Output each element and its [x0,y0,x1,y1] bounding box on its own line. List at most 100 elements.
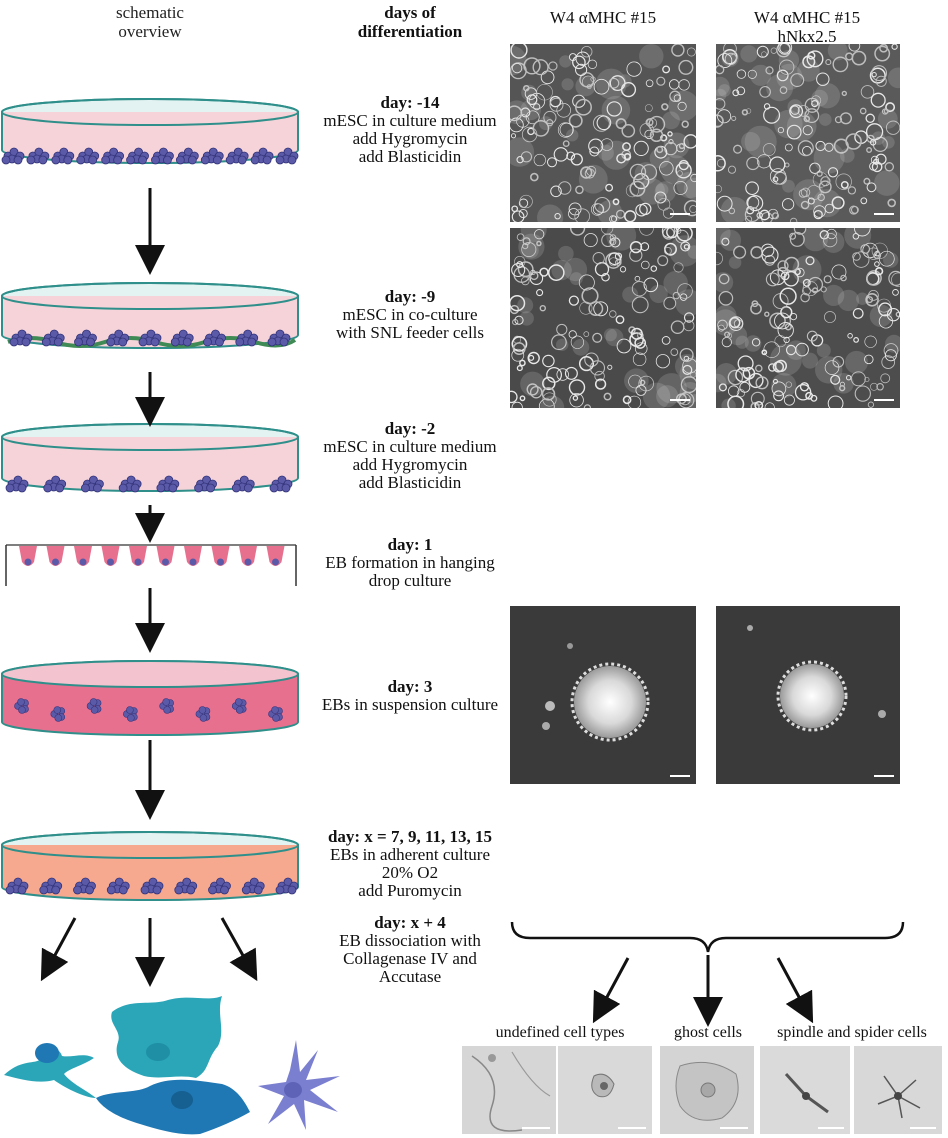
micrograph-col1-day-minus-14 [510,44,696,222]
column-title-col2-line1: W4 αMHC #15 [753,8,861,27]
cell-colony [170,329,194,347]
hanging-drop [211,546,230,566]
hanging-drop [46,546,65,566]
step-day-label: day: 1 [387,535,433,554]
column-title-col2-line2: hNkx2.5 [777,27,837,46]
cell-colony [41,329,65,347]
micrograph-undefined-cells-1 [462,1046,556,1134]
micrograph-col1-day-minus-9 [510,228,696,408]
header-schematic-line2: overview [118,22,182,41]
micrograph-col2-day-minus-14 [716,44,900,222]
cell-colony [43,475,67,493]
column-title-col1: W4 αMHC #15 [508,8,698,27]
cell-colony [275,147,299,165]
culture-dish-day-3 [0,660,299,736]
micrograph-col2-day-minus-9 [716,228,900,408]
hanging-drop [19,546,37,566]
hanging-drop [74,546,92,566]
cell-colony [275,877,299,895]
cell-colony [106,329,130,347]
column-title-col1-line1: W4 αMHC #15 [549,8,657,27]
header-schematic-overview: schematic overview [70,3,230,41]
embryoid-body [195,706,211,722]
step-day-minus-2: day: -2 mESC in culture medium add Hygro… [285,420,535,492]
process-arrows [40,188,905,1027]
cell-colony [203,329,226,347]
cell-colony [175,147,199,165]
step-line: EBs in suspension culture [321,695,499,714]
cell-colony [74,329,97,347]
step-day-label: day: 3 [387,677,433,696]
cell-colony [73,877,96,895]
culture-dish-day-minus-9 [1,282,299,349]
column-title-col2: W4 αMHC #15 hNkx2.5 [712,8,902,46]
step-line: Collagenase IV and [343,949,477,968]
cell-colony [81,475,104,493]
step-line: with SNL feeder cells [335,323,485,342]
cell-colony [225,147,249,165]
step-line: add Puromycin [358,881,462,900]
micrograph-undefined-cells-2 [558,1046,652,1134]
step-day-x: day: x = 7, 9, 11, 13, 15 EBs in adheren… [290,828,530,900]
hanging-drop [239,546,257,566]
cell-colony [101,147,125,165]
step-line: mESC in culture medium [323,437,497,456]
step-day-label: day: -2 [384,419,436,438]
cell-colony [241,877,265,895]
embryoid-body [231,698,247,714]
embryoid-body [86,698,102,714]
cell-colony [200,147,224,165]
cell-colony [26,147,50,165]
step-day-x-plus-4: day: x + 4 EB dissociation with Collagen… [290,914,530,986]
embryoid-body [159,698,174,714]
step-day-minus-9: day: -9 mESC in co-culture with SNL feed… [295,288,525,342]
embryoid-body [50,706,66,722]
micrograph-spider-cells [854,1046,942,1134]
header-days-line1: days of [384,3,436,22]
header-days-of-differentiation: days of differentiation [320,3,500,41]
step-line: EB formation in hanging [325,553,495,572]
cell-colony [267,329,291,347]
step-day-label: day: -14 [380,93,440,112]
step-line: 20% O2 [381,863,439,882]
cell-colony [9,329,33,347]
hanging-drop [101,546,120,566]
cell-colony [39,877,63,895]
cell-colony [76,147,100,165]
hanging-drop-plate [5,544,297,586]
step-line: drop culture [368,571,452,590]
step-day-minus-14: day: -14 mESC in culture medium add Hygr… [295,94,525,166]
cell-colony [140,877,164,895]
culture-dish-day-minus-14 [1,98,299,165]
culture-dish-day-x [0,831,299,901]
micrograph-col1-day-3 [510,606,696,784]
caption-spindle-spider-cells: spindle and spider cells [777,1024,927,1041]
step-line: add Hygromycin [352,129,468,148]
cell-colony [1,147,25,165]
step-line: add Blasticidin [358,473,462,492]
cell-colony [194,475,217,493]
cell-colony [208,877,231,895]
cell-colony [231,475,255,493]
embryoid-body [123,706,138,722]
cell-colony [235,329,259,347]
step-line: EBs in adherent culture [329,845,491,864]
step-line: Accutase [378,967,442,986]
cell-colony [126,147,149,165]
cell-type-illustrations [4,996,340,1135]
step-line: EB dissociation with [339,931,481,950]
cell-colony [106,877,130,895]
hanging-drop [129,546,147,566]
cell-colony [138,329,162,347]
header-schematic-line1: schematic [116,3,184,22]
cell-colony [5,475,29,493]
micrograph-ghost-cells [660,1046,754,1134]
step-line: add Blasticidin [358,147,462,166]
culture-dish-day-minus-2 [1,423,299,493]
cell-colony [5,877,29,895]
hanging-drop [184,546,202,566]
caption-ghost-cells: ghost cells [674,1024,742,1041]
embryoid-body [268,706,283,722]
cell-colony [156,475,180,493]
